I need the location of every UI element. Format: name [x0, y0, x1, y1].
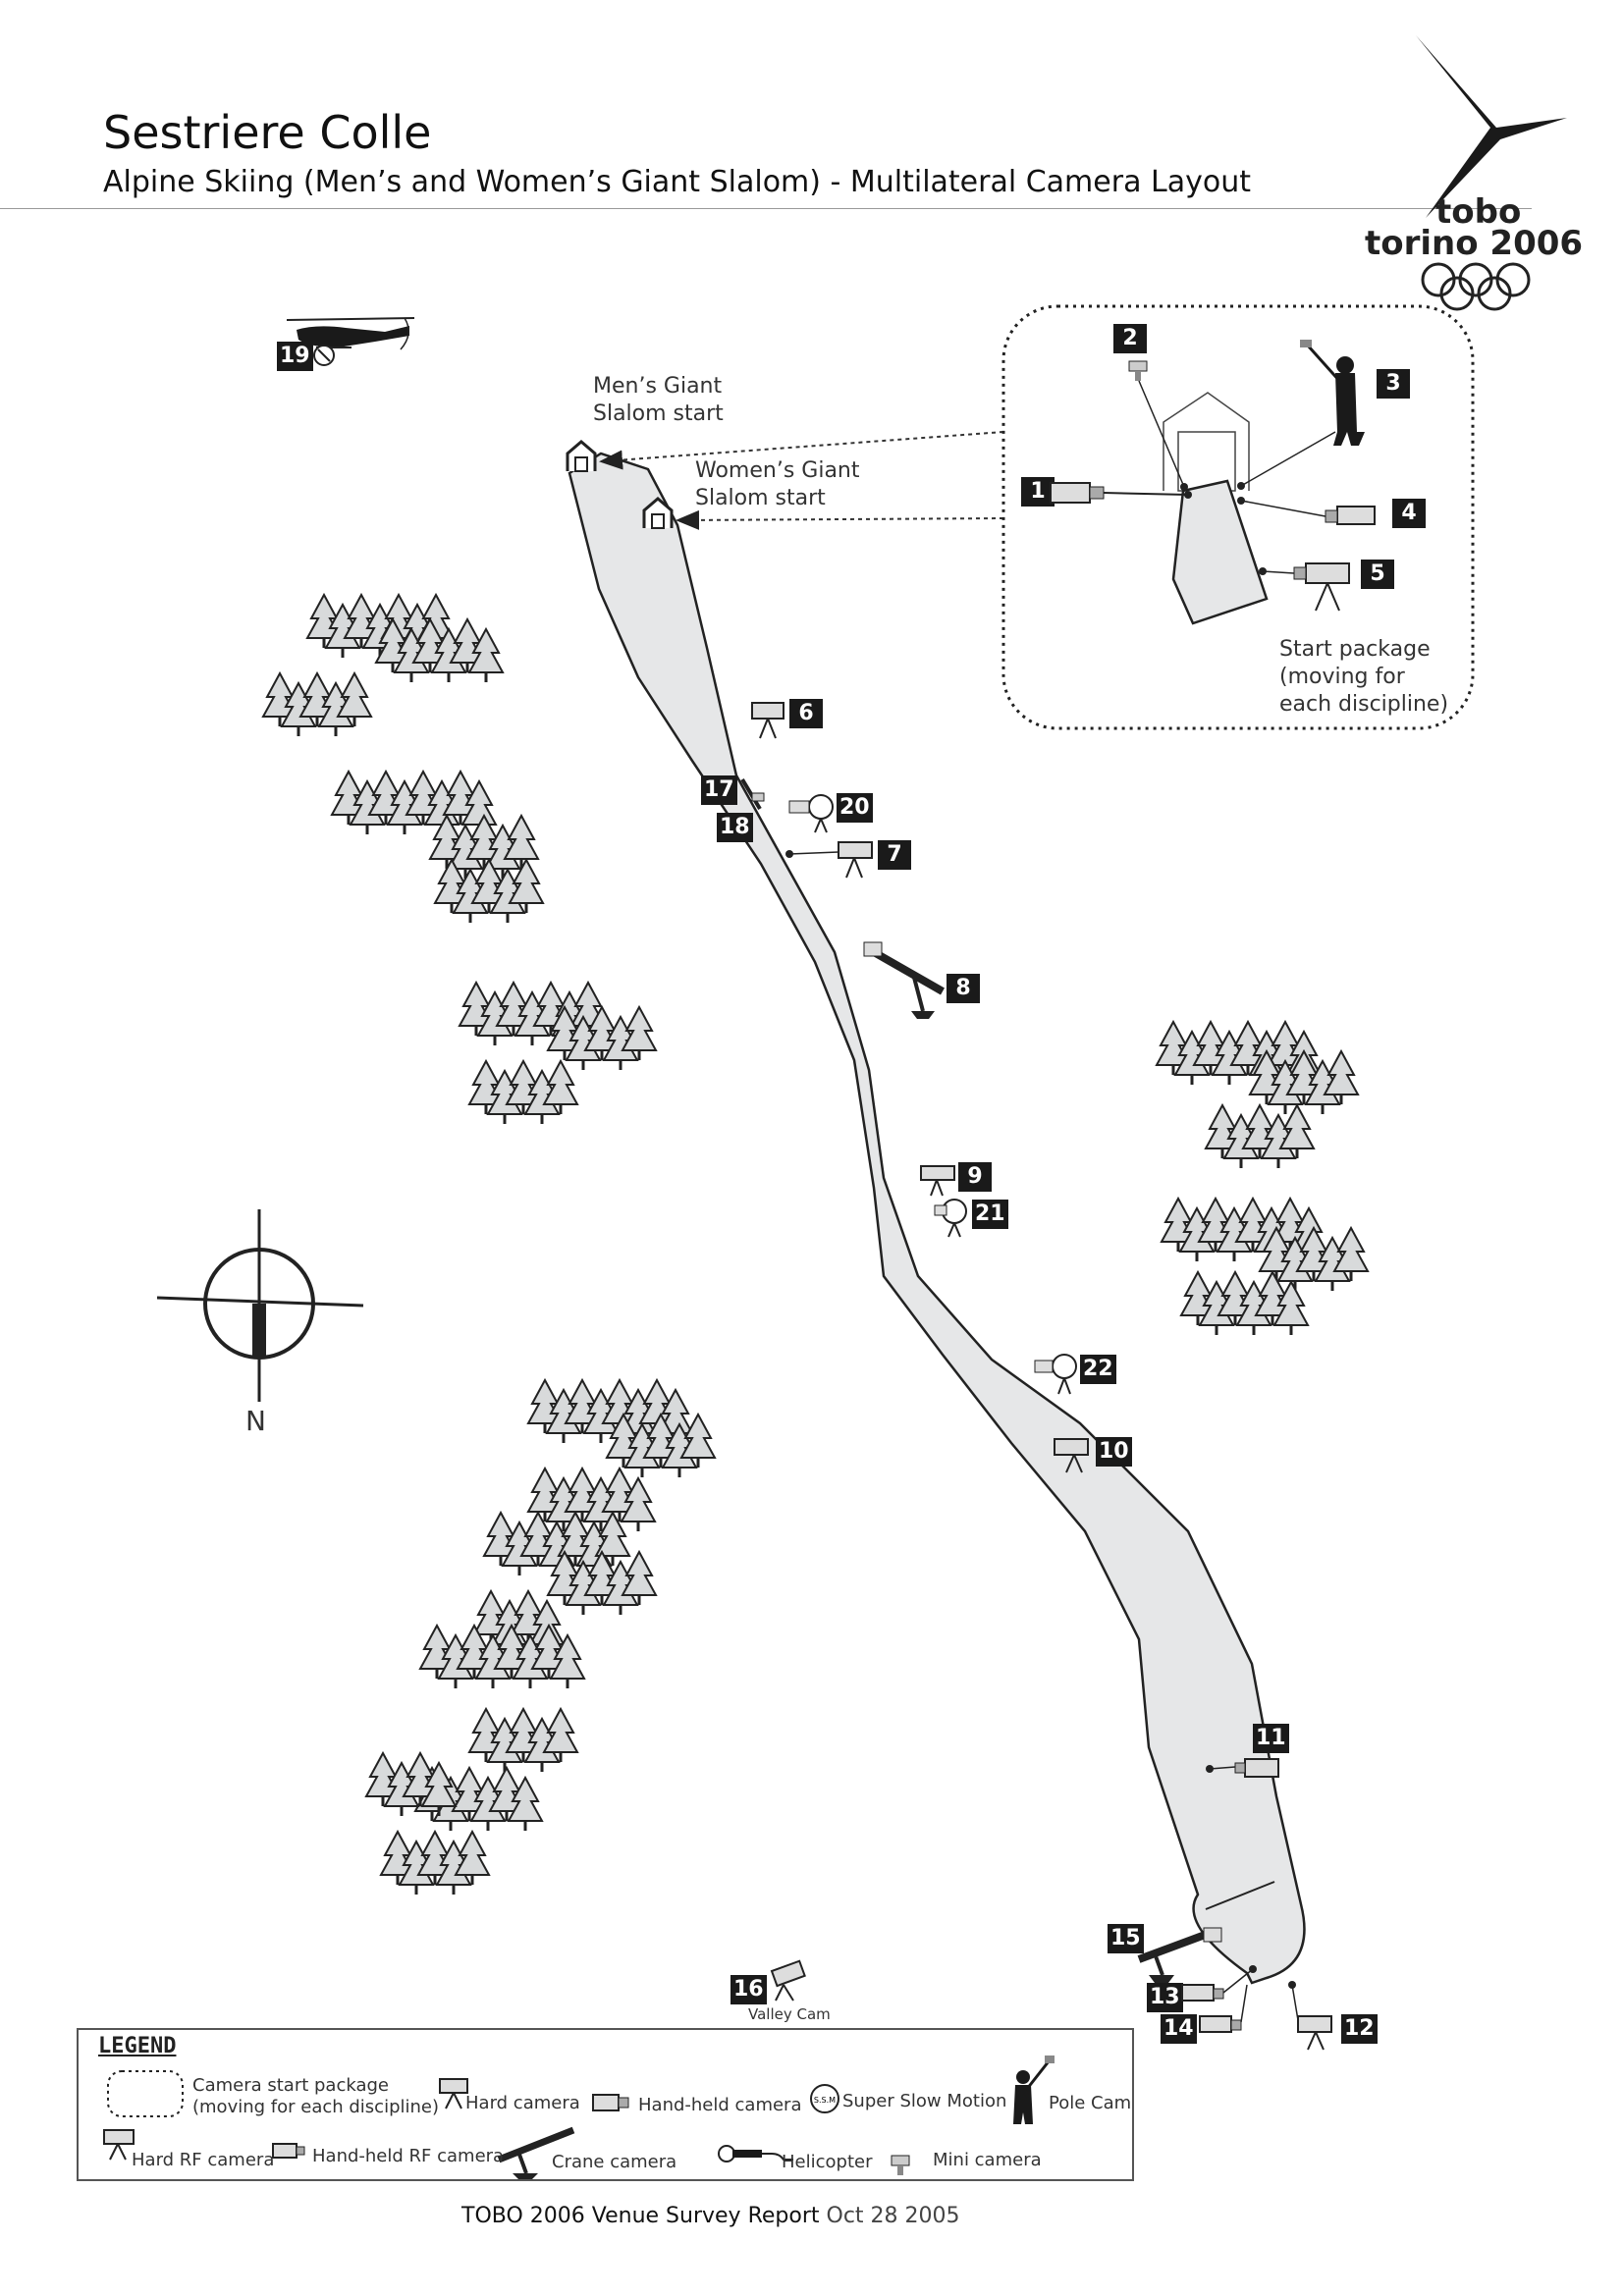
hard-camera-icon [1054, 1438, 1089, 1473]
camera-7-badge: 7 [878, 840, 911, 870]
hard-camera-icon [770, 1959, 806, 2002]
super-slow-motion-legend-icon: S.S.M [810, 2084, 839, 2113]
camera-22-badge: 22 [1080, 1355, 1116, 1384]
legend-title: LEGEND [98, 2034, 177, 2058]
legend-hard-camera-text: Hard camera [465, 2093, 580, 2113]
torino-star-logo-icon [1416, 35, 1567, 218]
legend-mini-camera-text: Mini camera [933, 2150, 1042, 2170]
helicopter-legend-icon [718, 2145, 793, 2163]
logo-word-tobo: tobo [1435, 192, 1522, 232]
super-slow-motion-icon [788, 794, 834, 833]
mini-camera-icon [1128, 360, 1188, 491]
legend-hand-held-camera-text: Hand-held camera [638, 2095, 802, 2115]
ski-piste [568, 452, 1306, 1985]
camera-21-badge: 21 [972, 1200, 1008, 1229]
camera-16-badge: 16 [730, 1975, 767, 2004]
hard-camera-icon [751, 702, 784, 739]
super-slow-motion-icon [934, 1199, 967, 1238]
header-divider [0, 208, 1532, 209]
camera-17-badge: 17 [701, 775, 737, 805]
start-package-box [1001, 304, 1475, 730]
camera-20-badge: 20 [837, 793, 873, 823]
start-package-label: Start package (moving for each disciplin… [1279, 637, 1449, 717]
camera-14-badge: 14 [1161, 2014, 1197, 2044]
camera-6-badge: 6 [789, 699, 823, 728]
logo-word-torino: torino 2006 [1365, 224, 1584, 263]
start-package-piste [1171, 479, 1269, 625]
svg-text:S.S.M: S.S.M [814, 2096, 836, 2105]
hard-camera-legend-icon [439, 2078, 468, 2109]
hand-held-rf-camera-legend-icon [272, 2143, 305, 2159]
camera-3-badge: 3 [1377, 369, 1410, 399]
hard-camera-icon [920, 1165, 955, 1197]
footer-report: TOBO 2006 Venue Survey Report [461, 2204, 820, 2228]
mini-camera-icon [740, 777, 765, 811]
camera-13-badge: 13 [1147, 1983, 1183, 2012]
mens-start-label: Men’s Giant Slalom start [593, 374, 724, 426]
pole-cam-icon [1237, 340, 1365, 490]
legend-crane-camera-text: Crane camera [552, 2152, 677, 2172]
hard-camera-icon [785, 841, 873, 879]
super-slow-motion-icon [1034, 1354, 1077, 1395]
footer-date: Oct 28 2005 [826, 2204, 960, 2228]
camera-11-badge: 11 [1253, 1724, 1289, 1753]
legend-pole-cam-text: Pole Cam [1049, 2093, 1132, 2113]
camera-2-badge: 2 [1113, 324, 1147, 353]
crane-camera-icon [863, 941, 945, 1019]
helicopter-icon [286, 317, 415, 366]
legend-hard-rf-camera-text: Hard RF camera [132, 2150, 275, 2170]
womens-start-label: Women’s Giant Slalom start [695, 458, 860, 510]
camera-5-badge: 5 [1361, 560, 1394, 589]
camera-18-badge: 18 [717, 813, 753, 842]
camera-19-badge: 19 [277, 342, 313, 371]
pole-cam-legend-icon [1013, 2056, 1055, 2124]
legend-start-package-text: Camera start package (moving for each di… [192, 2075, 440, 2117]
north-label: N [245, 1405, 266, 1437]
womens-start-arrow [676, 509, 1004, 530]
hand-held-camera-icon [1181, 1965, 1257, 2002]
womens-start-hut-icon [642, 497, 674, 529]
hard-camera-icon [1288, 1981, 1332, 2051]
crane-camera-icon [1137, 1927, 1222, 1983]
camera-10-badge: 10 [1096, 1437, 1132, 1467]
crane-camera-legend-icon [497, 2126, 575, 2179]
north-compass-icon [156, 1209, 364, 1402]
camera-8-badge: 8 [947, 974, 980, 1003]
hand-held-camera-icon [1199, 1984, 1248, 2033]
legend-super-slow-motion-text: Super Slow Motion [842, 2091, 1007, 2111]
legend-hand-held-rf-camera-text: Hand-held RF camera [312, 2146, 505, 2166]
hard-rf-camera-legend-icon [103, 2129, 135, 2161]
olympic-rings-icon [1421, 262, 1531, 311]
page-subtitle: Alpine Skiing (Men’s and Women’s Giant S… [103, 165, 1251, 199]
mini-camera-legend-icon [891, 2155, 910, 2175]
hand-held-camera-icon [1237, 497, 1376, 525]
camera-9-badge: 9 [958, 1162, 992, 1192]
hand-held-camera-icon [1050, 482, 1192, 504]
camera-1-badge: 1 [1021, 477, 1055, 507]
hand-held-camera-legend-icon [592, 2094, 629, 2111]
hard-rf-camera-icon [1259, 562, 1350, 612]
legend-box [77, 2028, 1134, 2181]
page-title: Sestriere Colle [103, 106, 432, 159]
camera-15-badge: 15 [1108, 1924, 1144, 1953]
hand-held-camera-icon [1206, 1758, 1279, 1778]
finish-line [1205, 1881, 1275, 1910]
start-package-legend-icon [107, 2070, 184, 2117]
mens-start-hut-icon [566, 440, 597, 472]
valley-cam-label: Valley Cam [748, 2005, 831, 2023]
legend-helicopter-text: Helicopter [782, 2152, 873, 2172]
camera-4-badge: 4 [1392, 499, 1426, 528]
camera-12-badge: 12 [1341, 2014, 1378, 2044]
footer: TOBO 2006 Venue Survey Report Oct 28 200… [461, 2204, 960, 2228]
